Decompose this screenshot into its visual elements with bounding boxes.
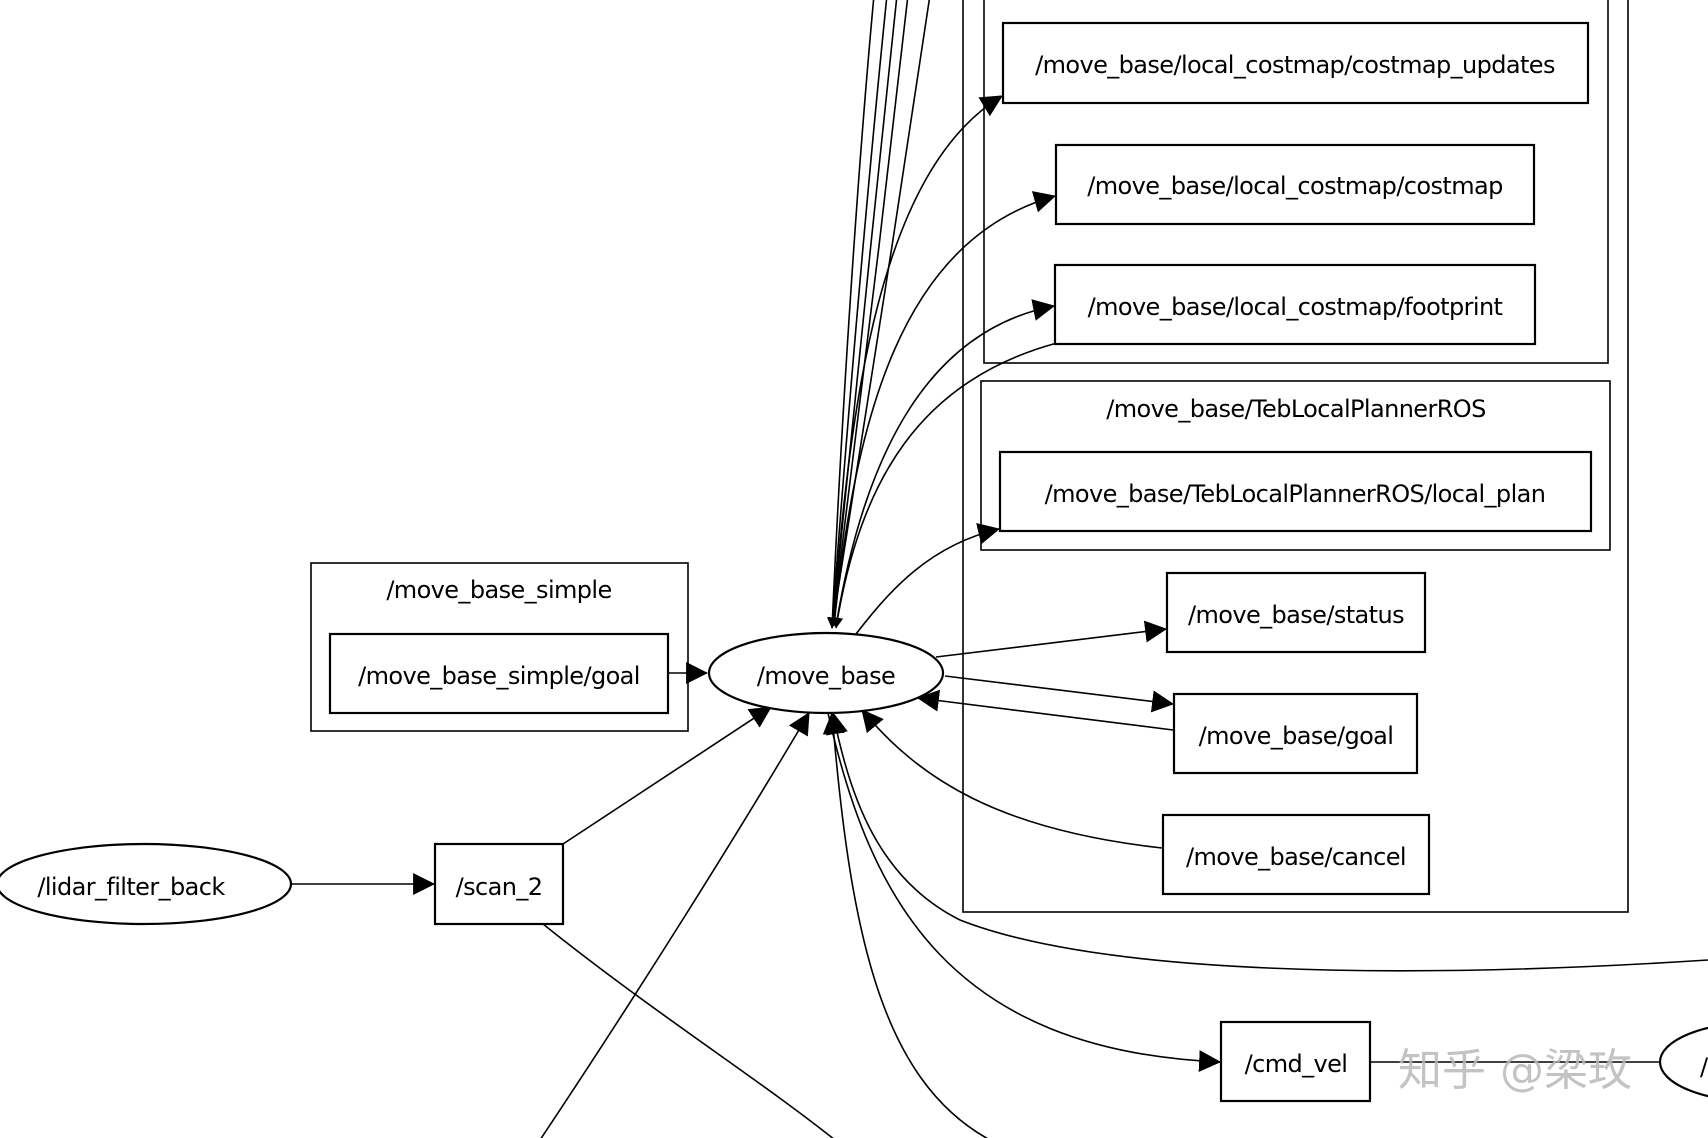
- node-lidar-filter-back-label: /lidar_filter_back: [37, 873, 225, 901]
- edge-top-3: [827, 0, 898, 629]
- edge-bottom-right: [826, 711, 1708, 972]
- edges-from-top: [826, 0, 931, 629]
- edge-top-2: [827, 0, 888, 629]
- cluster-move-base-simple: [310, 562, 689, 732]
- cluster-local-costmap: [983, 0, 1609, 364]
- edge-move-base-to-goal: [944, 675, 1175, 713]
- edge-move-base-to-footprint: [835, 299, 1056, 627]
- watermark-text: 知乎 @梁玫: [1398, 1045, 1632, 1096]
- edge-goal-to-move-base: [916, 689, 1174, 731]
- node-lidar-filter-back[interactable]: /lidar_filter_back: [0, 842, 293, 926]
- edge-scan2-to-move-base: [562, 706, 772, 845]
- node-partial-right[interactable]: /: [1658, 1022, 1708, 1102]
- edge-move-base-to-costmap: [833, 191, 1057, 627]
- topic-costmap-updates-label: /move_base/local_costmap/costmap_updates: [1035, 51, 1555, 79]
- cluster-move-base-simple-label: /move_base_simple: [386, 576, 611, 604]
- edge-cancel-to-move-base: [861, 709, 1163, 849]
- topic-goal-label: /move_base/goal: [1199, 722, 1394, 750]
- node-move-base[interactable]: /move_base: [707, 631, 945, 715]
- topic-status[interactable]: /move_base/status: [1165, 571, 1427, 654]
- topic-cancel[interactable]: /move_base/cancel: [1161, 813, 1431, 896]
- node-partial-right-label: /: [1700, 1053, 1708, 1081]
- edge-move-base-to-status: [935, 620, 1168, 658]
- edge-bottom-2: [822, 711, 989, 1138]
- topic-simple-goal-label: /move_base_simple/goal: [358, 662, 640, 690]
- topic-costmap-updates[interactable]: /move_base/local_costmap/costmap_updates: [1001, 21, 1590, 105]
- topic-local-plan[interactable]: /move_base/TebLocalPlannerROS/local_plan: [998, 450, 1593, 533]
- cluster-teb-local-planner-label: /move_base/TebLocalPlannerROS: [1106, 395, 1486, 423]
- topic-cancel-label: /move_base/cancel: [1186, 843, 1406, 871]
- topic-status-label: /move_base/status: [1188, 601, 1404, 629]
- topic-cmd-vel[interactable]: /cmd_vel: [1219, 1020, 1372, 1103]
- topic-local-footprint-label: /move_base/local_costmap/footprint: [1088, 293, 1503, 321]
- edge-scan2-down: [542, 923, 834, 1138]
- node-move-base-label: /move_base: [757, 662, 895, 690]
- cluster-teb-local-planner: [980, 380, 1611, 551]
- edge-footprint-to-move-base: [832, 342, 1058, 629]
- topic-local-footprint[interactable]: /move_base/local_costmap/footprint: [1053, 263, 1537, 346]
- edge-move-base-to-cmd-vel: [827, 712, 1222, 1073]
- topic-simple-goal[interactable]: /move_base_simple/goal: [328, 632, 670, 715]
- topic-local-costmap[interactable]: /move_base/local_costmap/costmap: [1054, 143, 1536, 226]
- topic-local-plan-label: /move_base/TebLocalPlannerROS/local_plan: [1045, 480, 1546, 508]
- edge-move-base-to-local-plan: [855, 523, 1001, 635]
- topic-local-costmap-label: /move_base/local_costmap/costmap: [1087, 172, 1502, 200]
- edge-top-5: [828, 0, 931, 629]
- topic-scan-2-label: /scan_2: [456, 873, 543, 901]
- topic-scan-2[interactable]: /scan_2: [433, 842, 565, 926]
- topic-goal[interactable]: /move_base/goal: [1172, 692, 1419, 775]
- cluster-move-base-outer: [962, 0, 1629, 913]
- edge-top-4: [827, 0, 909, 629]
- edge-move-base-to-costmap-updates: [832, 95, 1003, 627]
- edge-bottom-1: [540, 712, 810, 1138]
- edge-top-1: [826, 0, 875, 629]
- topic-cmd-vel-label: /cmd_vel: [1245, 1050, 1348, 1078]
